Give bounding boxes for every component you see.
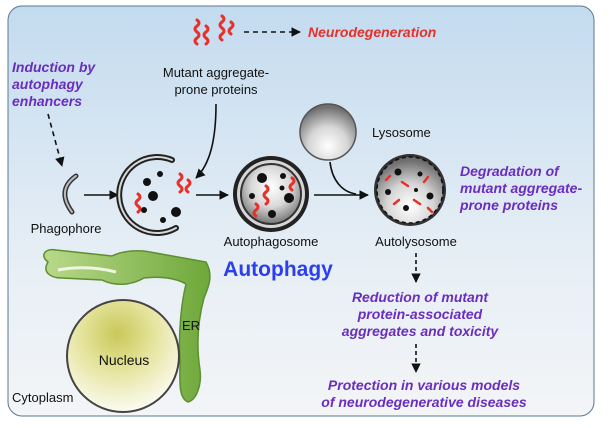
phagophore-label: Phagophore (31, 221, 102, 236)
reduction-label-line2: protein-associated (357, 306, 483, 322)
degradation-label-line1: Degradation of (460, 163, 560, 179)
autophagosome-label: Autophagosome (224, 234, 319, 249)
neurodegeneration-label: Neurodegeneration (308, 24, 436, 40)
induction-label-line2: autophagy (12, 76, 84, 92)
mutant-proteins-label-line2: prone proteins (174, 82, 258, 97)
lysosome (299, 103, 357, 161)
mutant-proteins-label-line1: Mutant aggregate- (163, 65, 269, 80)
degradation-label-line3: prone proteins (459, 197, 558, 213)
nucleus-label: Nucleus (99, 352, 150, 368)
protection-label-line1: Protection in various models (328, 377, 520, 393)
induction-label-line1: Induction by (12, 59, 96, 75)
degradation-label-line2: mutant aggregate- (460, 180, 582, 196)
protection-label-line2: of neurodegenerative diseases (321, 394, 527, 410)
reduction-label-line1: Reduction of mutant (352, 289, 489, 305)
mutant-protein-cluster-top (193, 14, 235, 46)
endoplasmic-reticulum (43, 248, 211, 403)
lysosome-label: Lysosome (372, 125, 431, 140)
induction-label-line3: enhancers (12, 93, 82, 109)
cytoplasm-label: Cytoplasm (12, 390, 73, 405)
forming-autophagosome (116, 153, 192, 236)
reduction-label-line3: aggregates and toxicity (342, 323, 500, 339)
autolysosome-label: Autolysosome (375, 234, 457, 249)
arrow-lysosome-merge (329, 161, 357, 195)
arrow-proteins-to-phagophore (195, 103, 217, 179)
autophagy-title: Autophagy (223, 258, 333, 281)
autophagosome (233, 156, 309, 232)
nucleus (66, 299, 180, 413)
er-label: ER (182, 318, 200, 333)
autolysosome (374, 154, 446, 226)
